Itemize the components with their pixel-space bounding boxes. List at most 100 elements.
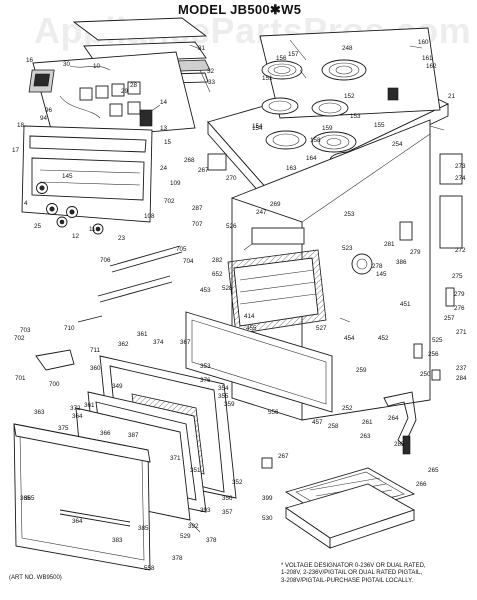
part-label: 11 [89, 226, 96, 233]
part-label: 4 [24, 200, 28, 207]
part-labels: 31 32 33 16 30 10 94 29 28 14 13 15 96 1… [12, 39, 467, 572]
diagram-title: MODEL JB500✱W5 [178, 2, 302, 17]
rails [77, 245, 183, 323]
part-label: 159 [322, 125, 333, 132]
part-label: 453 [200, 287, 211, 294]
part-label: 372 [70, 405, 81, 412]
part-label: 160 [418, 39, 429, 46]
part-label: 274 [455, 175, 466, 182]
part-label: 28 [130, 82, 138, 89]
part-label: 247 [256, 209, 267, 216]
part-label: 711 [90, 347, 101, 354]
part-label: 525 [432, 337, 443, 344]
part-label: 29 [121, 88, 129, 95]
part-label: 452 [378, 335, 389, 342]
part-label: 287 [192, 205, 203, 212]
part-label: 371 [170, 455, 181, 462]
part-label: 158 [310, 137, 321, 144]
part-label: 18 [17, 122, 25, 129]
part-label: 704 [183, 258, 194, 265]
control-panel-front [21, 125, 153, 223]
part-label: 96 [45, 107, 53, 114]
part-label: 376 [200, 377, 211, 384]
part-label: 155 [374, 122, 385, 129]
part-label: 30 [63, 61, 71, 68]
part-label: 278 [372, 263, 383, 270]
part-label: 145 [62, 173, 73, 180]
part-label: 14 [160, 99, 168, 106]
part-label: 17 [12, 147, 20, 154]
part-label: 356 [222, 495, 233, 502]
part-label: 272 [455, 247, 466, 254]
part-label: 366 [100, 430, 111, 437]
part-label: 23 [118, 235, 126, 242]
part-label: 367 [180, 339, 191, 346]
part-label: 285 [394, 441, 405, 448]
part-label: 156 [276, 55, 287, 62]
leader-lines [149, 39, 445, 533]
part-label: 258 [328, 423, 339, 430]
part-label: 145 [376, 271, 387, 278]
part-label: 454 [344, 335, 355, 342]
part-label: 31 [198, 45, 206, 52]
part-label: 383 [112, 537, 123, 544]
part-label: 387 [128, 432, 139, 439]
part-label: 24 [160, 165, 168, 172]
part-label: 282 [212, 257, 223, 264]
part-label: 12 [72, 233, 80, 240]
oven-liner [227, 249, 373, 335]
part-label: 259 [356, 367, 367, 374]
part-label: 701 [15, 375, 26, 382]
part-label: 700 [49, 381, 60, 388]
voltage-note-line: 3-208V/PIGTAIL-PURCHASE PIGTAIL LOCALLY. [281, 577, 414, 584]
part-label: 527 [316, 325, 327, 332]
part-label: 279 [454, 291, 465, 298]
part-label: 21 [448, 93, 456, 100]
part-label: 355 [218, 393, 229, 400]
hinges [35, 153, 455, 469]
part-label: 526 [226, 223, 237, 230]
part-label: 364 [72, 413, 83, 420]
knobs [36, 182, 104, 235]
part-label: 710 [64, 325, 75, 332]
part-label: 237 [456, 365, 467, 372]
part-label: 702 [164, 198, 175, 205]
part-label: 392 [188, 523, 199, 530]
part-label: 361 [137, 331, 148, 338]
part-label: 276 [454, 305, 465, 312]
part-label: 279 [410, 249, 421, 256]
part-label: 455 [246, 325, 257, 332]
part-label: 414 [244, 313, 255, 320]
part-label: 250 [420, 371, 431, 378]
part-label: 108 [144, 213, 155, 220]
part-label: 13 [160, 125, 168, 132]
part-label: 360 [90, 365, 101, 372]
part-label: 364 [72, 518, 83, 525]
part-label: 393 [200, 507, 211, 514]
part-label: 152 [344, 93, 355, 100]
part-label: 270 [226, 175, 237, 182]
part-label: 16 [26, 57, 34, 64]
part-label: 365 [24, 495, 35, 502]
part-label: 268 [184, 157, 195, 164]
part-label: 253 [344, 211, 355, 218]
part-label: 109 [170, 180, 181, 187]
part-label: 378 [172, 555, 183, 562]
part-label: 652 [212, 271, 223, 278]
part-label: 157 [288, 51, 299, 58]
part-label: 163 [286, 165, 297, 172]
part-label: 273 [455, 163, 466, 170]
part-label: 359 [224, 401, 235, 408]
part-label: 703 [20, 327, 31, 334]
part-label: 154 [252, 123, 263, 130]
part-label: 556 [268, 409, 279, 416]
part-label: 399 [262, 495, 273, 502]
part-label: 386 [396, 259, 407, 266]
control-panel-back [28, 51, 196, 141]
part-label: 33 [208, 79, 216, 86]
part-label: 351 [190, 467, 201, 474]
part-label: 357 [222, 509, 233, 516]
part-label: 32 [207, 68, 215, 75]
part-label: 362 [118, 341, 129, 348]
